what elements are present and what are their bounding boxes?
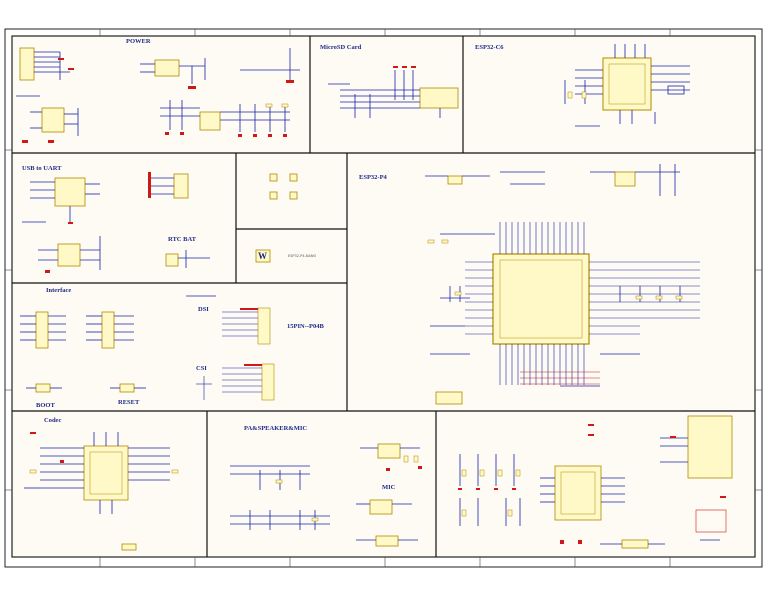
esp32p4-top-parts	[425, 164, 680, 196]
esp32p4-red-nets	[520, 371, 600, 385]
interface-circuit	[20, 295, 216, 393]
reset-title: RESET	[118, 399, 140, 406]
power-title: POWER	[126, 38, 151, 45]
pa-speaker-mic-title: PA&SPEAKER&MIC	[244, 425, 308, 432]
fpc-title: 15PIN--P04B	[287, 323, 324, 330]
codec-title: Codec	[44, 417, 62, 424]
interface-red-nets	[240, 308, 262, 366]
esp32p4-decoupling	[430, 233, 681, 405]
logo-caption: ESP32-P4-NANO	[288, 254, 317, 258]
inner-frame	[11, 35, 756, 558]
esp32p4-title: ESP32-P4	[359, 174, 387, 181]
microsd-circuit	[328, 70, 459, 118]
csi-title: CSI	[196, 365, 207, 372]
logo-mark: W	[258, 251, 267, 261]
esp32c6-circuit	[564, 44, 690, 127]
rtc-bat-title: RTC BAT	[168, 236, 197, 243]
interface-title: Interface	[46, 287, 72, 294]
esp32c6-title: ESP32-C6	[475, 44, 504, 51]
usb-uart-circuit	[22, 173, 189, 270]
fpc-connectors	[196, 307, 275, 401]
dsi-title: DSI	[198, 306, 209, 313]
mic-title: MIC	[382, 484, 396, 491]
microsd-marks	[393, 66, 416, 68]
power-circuit	[16, 47, 300, 136]
audio-adc-circuit	[459, 415, 733, 549]
esp32p4-pins	[465, 222, 700, 385]
rtc-bat-circuit	[165, 250, 210, 268]
logo-frame	[255, 249, 271, 263]
microsd-title: MicroSD Card	[320, 44, 362, 51]
section-dividers	[12, 36, 755, 557]
passives	[29, 91, 683, 522]
codec-circuit	[24, 432, 170, 551]
usb-uart-title: USB to UART	[22, 165, 62, 172]
esp32p4-chip	[492, 253, 590, 345]
pa-speaker-circuit	[230, 443, 420, 547]
power-supply-marks	[22, 58, 294, 143]
ground-marks	[30, 424, 726, 544]
mount-pads	[269, 173, 298, 200]
zone-ticks	[5, 29, 762, 567]
usb-uart-marks	[45, 172, 151, 273]
boot-title: BOOT	[36, 402, 55, 409]
